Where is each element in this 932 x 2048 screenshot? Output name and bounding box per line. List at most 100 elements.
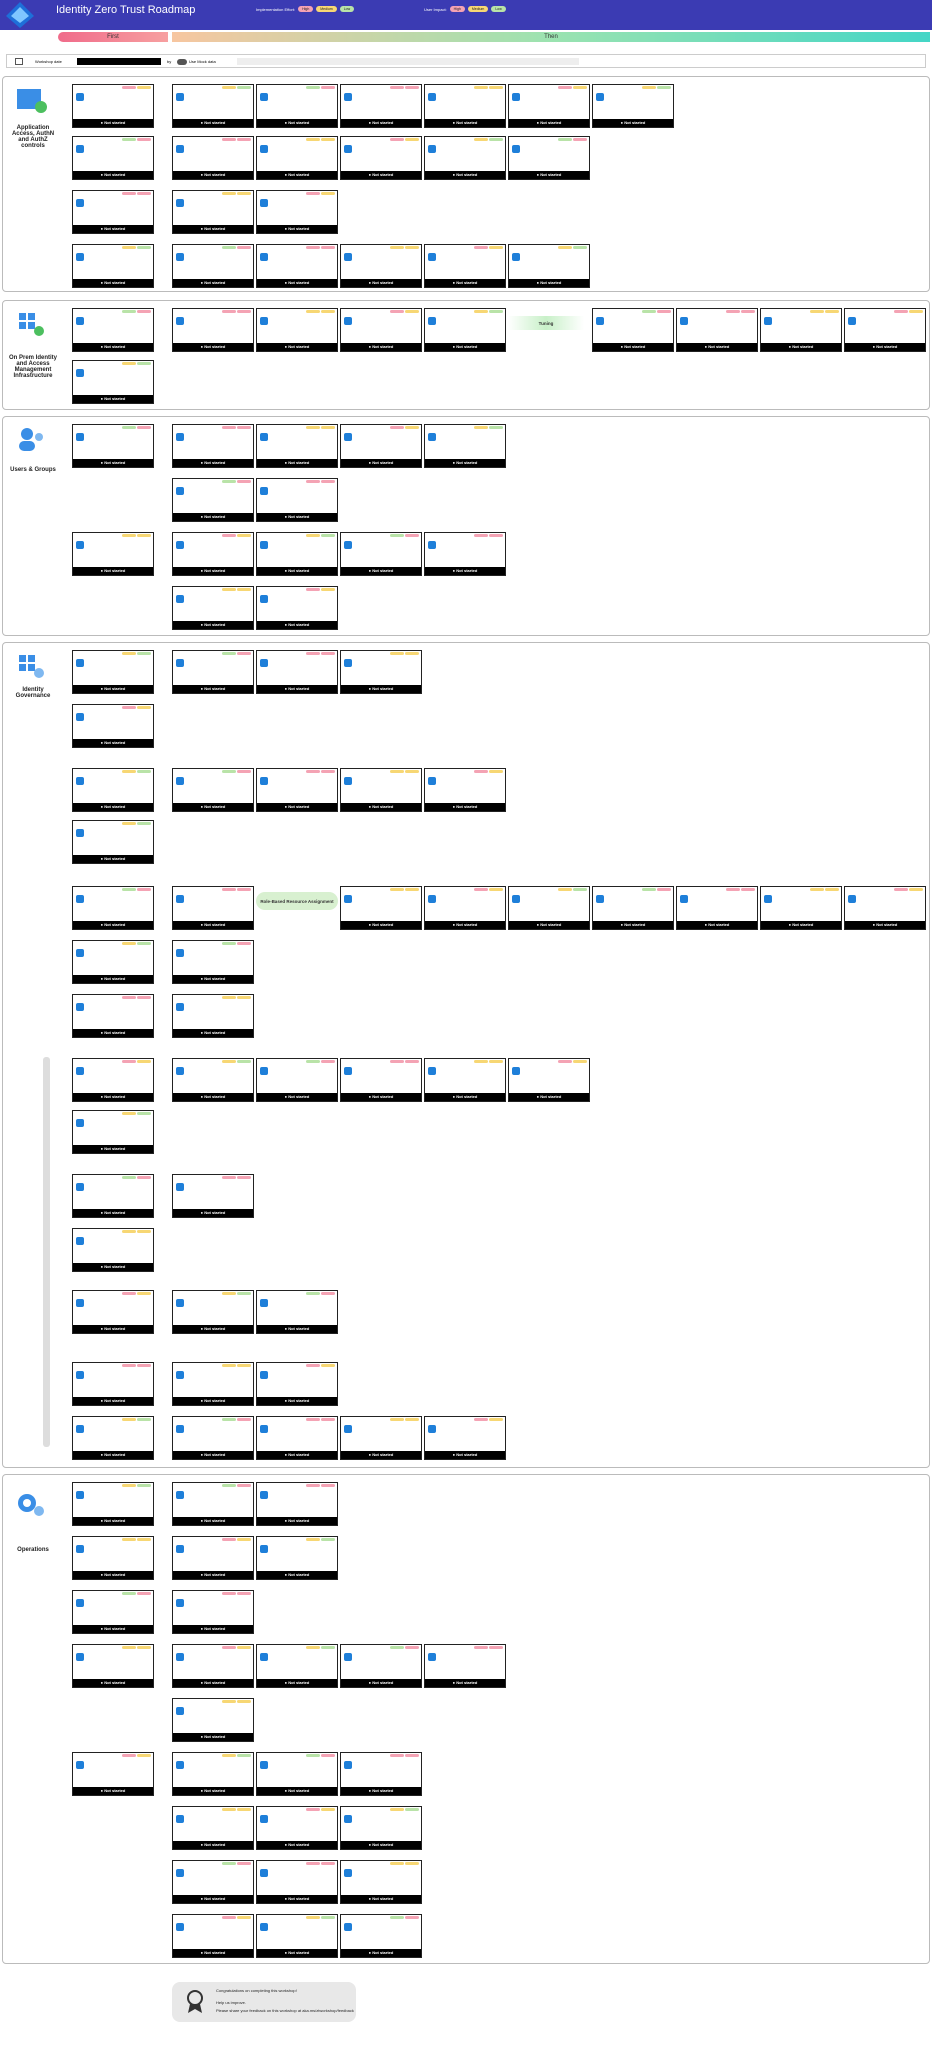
task-card[interactable]: ● Not started xyxy=(172,1806,254,1850)
task-card[interactable]: ● Not started xyxy=(340,424,422,468)
task-card[interactable]: ● Not started xyxy=(72,1290,154,1334)
task-card[interactable]: ● Not started xyxy=(256,1914,338,1958)
task-card[interactable]: ● Not started xyxy=(424,244,506,288)
task-card[interactable]: ● Not started xyxy=(172,1752,254,1796)
task-card[interactable]: ● Not started xyxy=(172,1860,254,1904)
task-card[interactable]: ● Not started xyxy=(256,1362,338,1406)
task-card[interactable]: ● Not started xyxy=(340,308,422,352)
task-card[interactable]: ● Not started xyxy=(508,84,590,128)
task-card[interactable]: ● Not started xyxy=(172,650,254,694)
task-card[interactable]: ● Not started xyxy=(256,84,338,128)
task-card[interactable]: ● Not started xyxy=(72,1536,154,1580)
task-card[interactable]: ● Not started xyxy=(508,136,590,180)
task-card[interactable]: ● Not started xyxy=(340,650,422,694)
task-card[interactable]: ● Not started xyxy=(424,768,506,812)
task-card[interactable]: ● Not started xyxy=(172,308,254,352)
task-card[interactable]: ● Not started xyxy=(172,1644,254,1688)
task-card[interactable]: ● Not started xyxy=(172,1058,254,1102)
task-card[interactable]: ● Not started xyxy=(424,532,506,576)
task-card[interactable]: ● Not started xyxy=(172,1914,254,1958)
task-card[interactable]: ● Not started xyxy=(172,1174,254,1218)
task-card[interactable]: ● Not started xyxy=(72,532,154,576)
task-card[interactable]: ● Not started xyxy=(424,424,506,468)
task-card[interactable]: ● Not started xyxy=(172,1362,254,1406)
task-card[interactable]: ● Not started xyxy=(72,1752,154,1796)
footer-feedback-link[interactable]: Please share your feedback on this works… xyxy=(216,2008,354,2013)
task-card[interactable]: ● Not started xyxy=(256,650,338,694)
task-card[interactable]: ● Not started xyxy=(508,886,590,930)
task-card[interactable]: ● Not started xyxy=(172,1536,254,1580)
task-card[interactable]: ● Not started xyxy=(72,244,154,288)
task-card[interactable]: ● Not started xyxy=(172,940,254,984)
task-card[interactable]: ● Not started xyxy=(340,532,422,576)
task-card[interactable]: ● Not started xyxy=(340,1058,422,1102)
task-card[interactable]: ● Not started xyxy=(760,308,842,352)
task-card[interactable]: ● Not started xyxy=(592,308,674,352)
task-card[interactable]: ● Not started xyxy=(72,1228,154,1272)
task-card[interactable]: ● Not started xyxy=(256,1644,338,1688)
task-card[interactable]: ● Not started xyxy=(172,1482,254,1526)
task-card[interactable]: ● Not started xyxy=(676,308,758,352)
task-card[interactable]: ● Not started xyxy=(340,1752,422,1796)
task-card[interactable]: ● Not started xyxy=(340,136,422,180)
task-card[interactable]: ● Not started xyxy=(72,424,154,468)
task-card[interactable]: ● Not started xyxy=(72,1362,154,1406)
task-card[interactable]: ● Not started xyxy=(72,84,154,128)
task-card[interactable]: ● Not started xyxy=(256,308,338,352)
task-card[interactable]: ● Not started xyxy=(340,244,422,288)
task-card[interactable]: ● Not started xyxy=(72,1644,154,1688)
task-card[interactable]: ● Not started xyxy=(172,886,254,930)
task-card[interactable]: ● Not started xyxy=(72,1482,154,1526)
task-card[interactable]: ● Not started xyxy=(256,768,338,812)
task-card[interactable]: ● Not started xyxy=(72,820,154,864)
task-card[interactable]: ● Not started xyxy=(424,886,506,930)
task-card[interactable]: ● Not started xyxy=(844,886,926,930)
task-card[interactable]: ● Not started xyxy=(172,84,254,128)
task-card[interactable]: ● Not started xyxy=(256,586,338,630)
task-card[interactable]: ● Not started xyxy=(340,1644,422,1688)
task-card[interactable]: ● Not started xyxy=(256,532,338,576)
task-card[interactable]: ● Not started xyxy=(256,136,338,180)
task-card[interactable]: ● Not started xyxy=(72,1590,154,1634)
task-card[interactable]: ● Not started xyxy=(340,768,422,812)
task-card[interactable]: ● Not started xyxy=(72,1058,154,1102)
task-card[interactable]: ● Not started xyxy=(340,1416,422,1460)
task-card[interactable]: ● Not started xyxy=(424,308,506,352)
task-card[interactable]: ● Not started xyxy=(172,586,254,630)
task-card[interactable]: ● Not started xyxy=(72,940,154,984)
task-card[interactable]: ● Not started xyxy=(340,84,422,128)
task-card[interactable]: ● Not started xyxy=(256,1806,338,1850)
task-card[interactable]: ● Not started xyxy=(676,886,758,930)
task-card[interactable]: ● Not started xyxy=(172,1416,254,1460)
task-card[interactable]: ● Not started xyxy=(72,650,154,694)
task-card[interactable]: ● Not started xyxy=(340,1914,422,1958)
task-card[interactable]: ● Not started xyxy=(256,1752,338,1796)
task-card[interactable]: ● Not started xyxy=(72,190,154,234)
task-card[interactable]: ● Not started xyxy=(172,1290,254,1334)
workshop-date-input[interactable] xyxy=(77,58,161,65)
task-card[interactable]: ● Not started xyxy=(172,478,254,522)
task-card[interactable]: ● Not started xyxy=(424,1416,506,1460)
mock-data-toggle[interactable] xyxy=(177,59,187,65)
task-card[interactable]: ● Not started xyxy=(72,886,154,930)
task-card[interactable]: ● Not started xyxy=(172,994,254,1038)
task-card[interactable]: ● Not started xyxy=(172,1698,254,1742)
task-card[interactable]: ● Not started xyxy=(72,1110,154,1154)
task-card[interactable]: ● Not started xyxy=(72,1416,154,1460)
task-card[interactable]: ● Not started xyxy=(172,244,254,288)
task-card[interactable]: ● Not started xyxy=(172,768,254,812)
task-card[interactable]: ● Not started xyxy=(424,136,506,180)
task-card[interactable]: ● Not started xyxy=(256,1290,338,1334)
task-card[interactable]: ● Not started xyxy=(72,136,154,180)
task-card[interactable]: ● Not started xyxy=(424,1058,506,1102)
task-card[interactable]: ● Not started xyxy=(172,1590,254,1634)
task-card[interactable]: ● Not started xyxy=(256,244,338,288)
task-card[interactable]: ● Not started xyxy=(256,424,338,468)
task-card[interactable]: ● Not started xyxy=(256,190,338,234)
task-card[interactable]: ● Not started xyxy=(72,994,154,1038)
task-card[interactable]: ● Not started xyxy=(256,1482,338,1526)
task-card[interactable]: ● Not started xyxy=(424,1644,506,1688)
task-card[interactable]: ● Not started xyxy=(844,308,926,352)
task-card[interactable]: ● Not started xyxy=(172,190,254,234)
task-card[interactable]: ● Not started xyxy=(256,1058,338,1102)
